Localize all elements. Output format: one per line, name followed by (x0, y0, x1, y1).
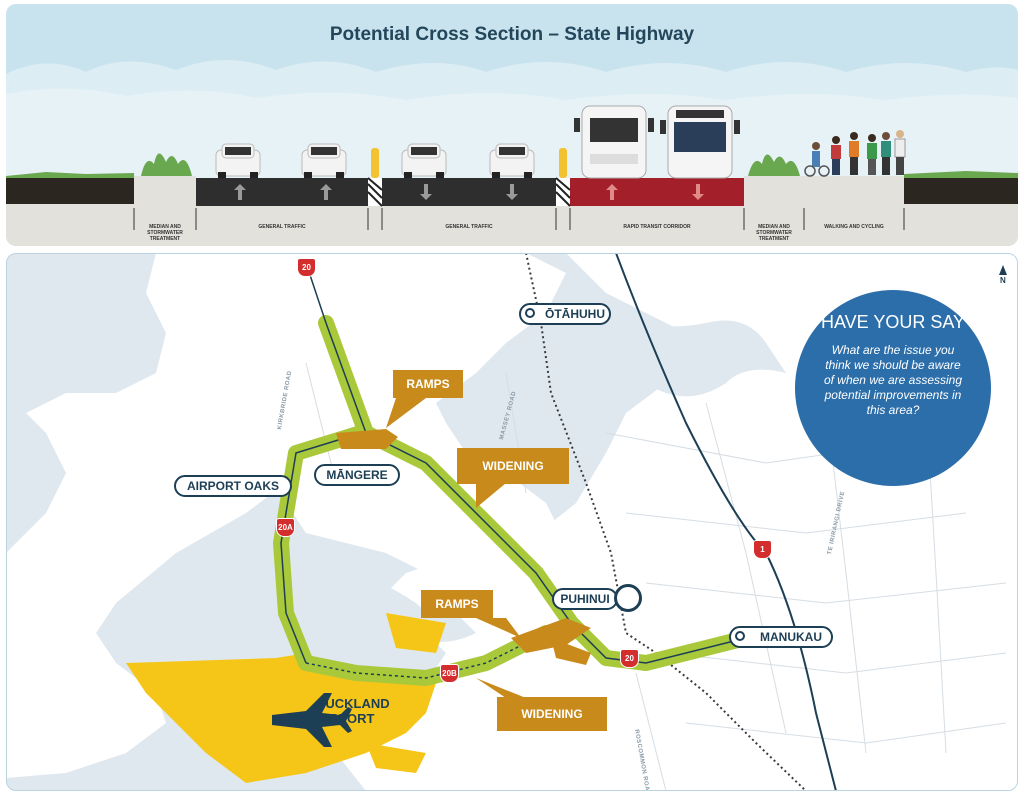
rapid-transit-lanes (570, 178, 744, 206)
cross-section-title: Potential Cross Section – State Highway (329, 24, 695, 45)
have-your-say-heading: HAVE YOUR SAY (820, 312, 966, 332)
north-arrow-icon (999, 265, 1007, 275)
have-your-say-bubble[interactable]: HAVE YOUR SAY What are the issue you thi… (795, 290, 991, 486)
station-icon (525, 308, 535, 318)
ground-base (6, 204, 1018, 246)
cross-section-illustration (6, 60, 1018, 246)
puhinui-station-icon (614, 584, 642, 612)
car-2 (301, 143, 347, 178)
bus-1 (574, 105, 654, 179)
sh20-shield-top: 20 (297, 258, 316, 277)
rail-line (525, 254, 807, 790)
callout-ramps-north: RAMPS (393, 370, 463, 398)
station-otahuhu[interactable]: ŌTĀHUHU (519, 303, 611, 325)
segment-label-general-traffic-1: GENERAL TRAFFIC (258, 224, 306, 230)
footpath (804, 176, 904, 206)
grass-plants (6, 153, 1018, 178)
segment-label-general-traffic-2: GENERAL TRAFFIC (445, 224, 493, 230)
lane-arrows (234, 184, 518, 200)
callout-widening-north: WIDENING (457, 448, 569, 484)
general-lanes-north (196, 178, 368, 206)
median-right (744, 176, 804, 206)
bus-2 (660, 105, 740, 179)
place-auckland-airport: AUCKLAND AIRPORT (316, 696, 390, 726)
north-label: N (1000, 276, 1006, 285)
car-4 (489, 143, 535, 178)
car-3 (401, 143, 447, 178)
callout-ramps-south: RAMPS (421, 590, 493, 618)
sh20a-shield: 20A (276, 518, 295, 537)
sh20-shield-east: 20 (620, 649, 639, 668)
ramp-arrows (336, 429, 591, 665)
sh20b-shield: 20B (440, 664, 459, 683)
callout-pointers (386, 398, 526, 698)
callout-widening-south: WIDENING (497, 697, 607, 731)
segment-label-rapid-transit: RAPID TRANSIT CORRIDOR (623, 224, 691, 230)
soil-left (6, 176, 134, 206)
sh1-shield: 1 (753, 540, 772, 559)
station-manukau[interactable]: MANUKAU (729, 626, 833, 648)
airplane-icon (272, 693, 352, 747)
place-airport-oaks[interactable]: AIRPORT OAKS (174, 475, 292, 497)
cross-section-panel: Potential Cross Section – State Highway … (6, 4, 1018, 246)
station-puhinui[interactable]: PUHINUI (552, 588, 618, 610)
station-icon (735, 631, 745, 641)
pedestrians (804, 130, 906, 177)
have-your-say-body: What are the issue you think we should b… (823, 343, 963, 417)
general-lanes-south (382, 178, 556, 206)
water-creek (356, 573, 476, 642)
soil-right (904, 176, 1018, 206)
segment-dividers (133, 208, 905, 230)
segment-label-median-left: MEDIAN AND STORMWATER TREATMENT (147, 224, 183, 242)
street-grid (305, 362, 1007, 790)
segment-label-median-right: MEDIAN AND STORMWATER TREATMENT (756, 224, 792, 242)
place-mangere[interactable]: MĀNGERE (314, 464, 400, 486)
segment-label-walking-cycling: WALKING AND CYCLING (824, 224, 884, 230)
car-1 (215, 143, 261, 178)
median-left (134, 176, 196, 206)
